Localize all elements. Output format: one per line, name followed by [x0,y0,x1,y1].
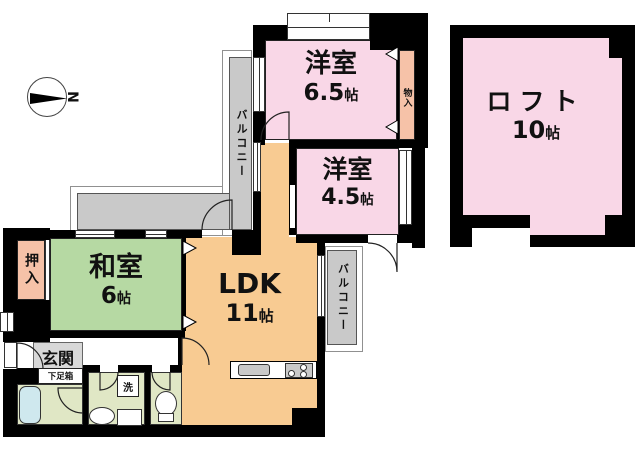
wall [3,368,17,437]
laundry-pan: 洗 [117,375,139,397]
entrance-label: 玄関 [41,349,74,368]
wall [178,332,182,365]
room-loft-right-band [609,58,622,215]
room-size-unit: 帖 [344,87,359,104]
hallway [83,338,182,365]
balcony-west-slab-horizontal [77,193,232,230]
wall [3,425,325,437]
room-size: 6.5 [303,79,345,106]
shoe-box: 下足箱 [38,368,83,384]
loft-bottom-opening [472,228,530,247]
compass-north-label: N [63,91,80,103]
wall [17,300,50,310]
stove-burner-icon [300,371,307,378]
room-name: LDK [218,267,281,300]
sliding-door-oshiire [45,240,50,300]
stove-burner-icon [300,364,307,371]
window-west-wall [0,312,14,332]
kitchen-sink [238,364,270,376]
room-size: 11 [225,299,259,328]
closet-oshiire [17,240,45,300]
window-tick [328,14,330,22]
room-loft-bottom-extension [530,215,605,235]
wall [289,140,412,148]
room-western-4-5 [296,148,399,235]
loft-size: 10 [511,115,546,144]
wall [17,368,38,384]
room-size: 4.5 [321,184,361,210]
compass [27,77,67,117]
loft-name: ロフト [486,87,586,116]
room-name: 洋室 [304,49,357,79]
monoire-label: 物入 [401,88,412,108]
wall [145,365,150,425]
window-japanese-room [75,230,115,238]
shoe-box-label: 下足箱 [47,372,74,382]
stove-burner-icon [288,370,295,377]
wall [232,230,261,255]
wall [45,230,185,238]
window-japanese-room-2 [145,230,167,238]
ldk-label: LDK 11帖 [182,267,317,328]
room-size-unit: 帖 [258,307,274,326]
window-north [287,13,370,40]
wall [17,310,50,342]
washroom-door-opening [100,365,118,372]
washroom-cabinet [117,409,142,426]
balcony-south-slab [327,250,357,345]
room-size: 6 [100,283,117,310]
wall [397,235,425,243]
japanese-room-label: 和室 6帖 [50,252,182,309]
room-name: 洋室 [322,155,373,184]
storage-monoire [399,50,415,140]
room-name: 和室 [89,252,143,283]
sliding-door-western-4-5 [290,185,295,228]
toilet-tank [158,413,174,422]
wash-basin [89,407,115,425]
room-loft [463,38,609,215]
wall [185,230,202,238]
room-size-unit: 帖 [116,291,132,308]
laundry-label: 洗 [123,382,133,394]
wall [83,365,182,372]
window-east [399,150,412,225]
wall [317,235,325,437]
wall [292,408,325,425]
wall [296,235,368,243]
room-size-unit: 帖 [360,191,374,208]
wall [370,13,428,50]
window-ldk-balcony [317,255,325,317]
wall [397,40,399,140]
door-arc-balcony-south [367,242,398,273]
loft-size-unit: 帖 [545,123,561,142]
window-west-upper [253,57,265,112]
western-4-5-label: 洋室 4.5帖 [296,155,399,210]
wall [50,331,185,338]
loft-label: ロフト 10帖 [463,87,609,144]
western-6-5-label: 洋室 6.5帖 [265,49,397,106]
balcony-west-label: バルコニー [235,109,248,179]
oshiire-label: 押入 [23,253,39,287]
toilet-door-opening [152,365,170,372]
wall [412,143,425,248]
balcony-west-slab-vertical [229,57,252,230]
balcony-south-label: バルコニー [336,263,350,333]
wall [45,300,50,331]
bathtub [19,386,41,424]
room-japanese [50,238,182,331]
window-west-lower [253,142,261,192]
compass-needle-icon [30,93,67,104]
entrance-door-leaf [4,342,17,368]
wall [182,238,186,331]
wall [415,50,428,148]
wall [83,365,88,425]
